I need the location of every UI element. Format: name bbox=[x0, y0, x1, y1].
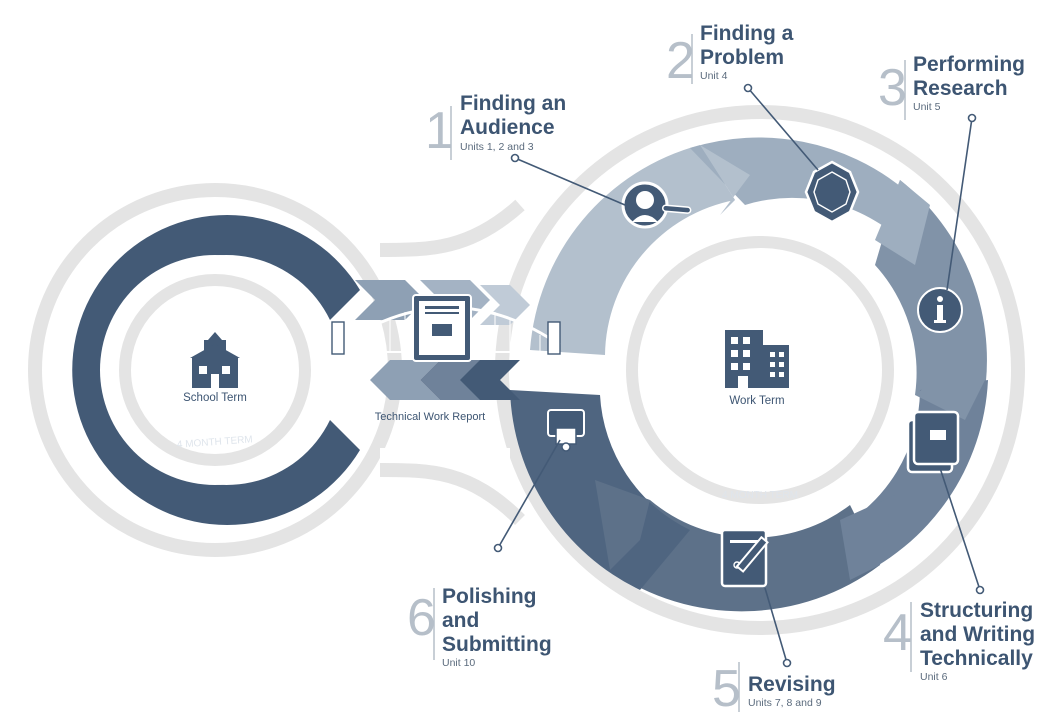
step-title-line: Audience bbox=[460, 116, 555, 139]
magnifier-person-icon bbox=[621, 181, 692, 229]
step-title-line: Problem bbox=[700, 46, 784, 69]
step-title-line: Technically bbox=[920, 647, 1033, 670]
step-4: 4 Structuring and Writing Technically Un… bbox=[883, 599, 1035, 683]
document-pencil-icon bbox=[720, 528, 769, 588]
step-number: 5 bbox=[712, 660, 741, 718]
step-unit: Unit 4 bbox=[700, 70, 728, 82]
bridge-icon bbox=[331, 306, 561, 355]
step-6: 6 Polishing and Submitting Unit 10 bbox=[407, 585, 552, 669]
step-5: 5 Revising Units 7, 8 and 9 bbox=[712, 660, 836, 718]
step-number: 6 bbox=[407, 589, 436, 647]
cycle-arrowheads bbox=[595, 145, 985, 580]
technical-work-report-label: Technical Work Report bbox=[375, 411, 485, 423]
report-document-icon bbox=[412, 294, 472, 362]
step-title-line: and bbox=[442, 609, 479, 632]
track-connectors bbox=[379, 199, 525, 525]
step-unit: Unit 10 bbox=[442, 657, 475, 669]
step-title-line: Finding a bbox=[700, 22, 794, 45]
school-term-label: School Term bbox=[183, 392, 247, 404]
step-title-line: Revising bbox=[748, 673, 836, 696]
step-unit: Units 1, 2 and 3 bbox=[460, 141, 534, 153]
step-title-line: Performing bbox=[913, 53, 1025, 76]
step-title-line: Submitting bbox=[442, 633, 552, 656]
step-title-line: Structuring bbox=[920, 599, 1033, 622]
school-icon bbox=[190, 332, 240, 388]
work-term-duration: 4 MONTH TERM bbox=[722, 490, 798, 501]
step-title-line: Polishing bbox=[442, 585, 537, 608]
step-title-line: Finding an bbox=[460, 92, 566, 115]
step-1: 1 Finding an Audience Units 1, 2 and 3 bbox=[425, 92, 566, 160]
step-2: 2 Finding a Problem Unit 4 bbox=[666, 22, 794, 90]
notebook-icon bbox=[906, 410, 960, 474]
step-unit: Unit 5 bbox=[913, 101, 941, 113]
step-title-line: Research bbox=[913, 77, 1008, 100]
school-term-duration: 4 MONTH TERM bbox=[177, 434, 254, 450]
printer-icon bbox=[547, 409, 585, 452]
leader-dots bbox=[493, 83, 985, 668]
gem-icon bbox=[804, 160, 860, 224]
step-number: 4 bbox=[883, 604, 912, 662]
info-icon bbox=[917, 287, 963, 333]
step-unit: Unit 6 bbox=[920, 671, 948, 683]
bridge-chevrons-lower bbox=[370, 360, 520, 400]
step-number: 3 bbox=[878, 59, 907, 117]
step-number: 2 bbox=[666, 32, 695, 90]
step-3: 3 Performing Research Unit 5 bbox=[878, 53, 1025, 120]
step-unit: Units 7, 8 and 9 bbox=[748, 697, 822, 709]
step-title-line: and Writing bbox=[920, 623, 1035, 646]
step-number: 1 bbox=[425, 102, 454, 160]
leader-lines bbox=[497, 87, 981, 664]
building-icon bbox=[725, 330, 789, 388]
work-term-label: Work Term bbox=[729, 395, 784, 407]
